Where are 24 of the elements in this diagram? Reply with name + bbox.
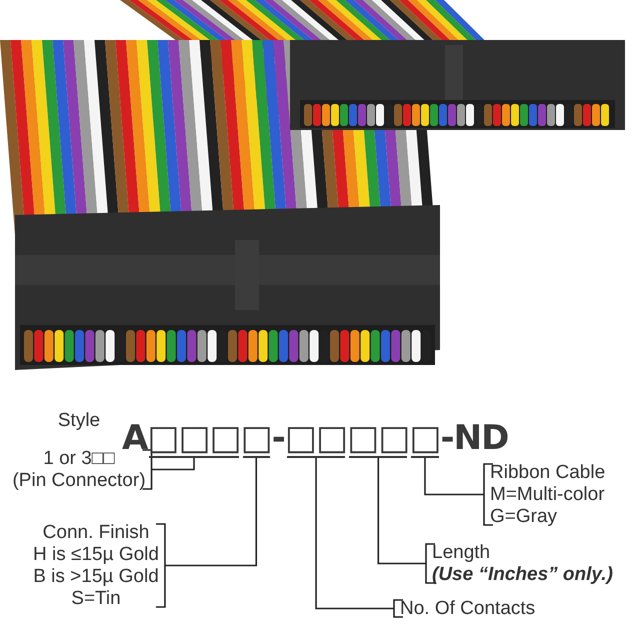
heading: Length [432,542,492,564]
underline [286,456,346,458]
label-text: H is ≤15µ Gold [32,544,160,566]
underline [349,456,408,458]
heading: Ribbon Cable [490,462,606,484]
note-text: (Use “Inches” only.) [432,564,614,586]
heading: Conn. Finish [42,522,150,544]
heading: Style [56,410,102,432]
label-text: No. Of Contacts [400,598,536,620]
leader-line [315,457,404,618]
label-text: 1 or 3□□ [42,448,116,470]
label-text: B is >15µ Gold [32,566,160,588]
leader-line [378,457,436,584]
part-number: A□□□□-□□□□□-ND [122,418,508,458]
underline [242,456,270,458]
underline [411,456,439,458]
leader-line [142,449,195,490]
underline [149,456,239,458]
label-text: S=Tin [70,588,122,610]
leader-line [155,457,258,608]
label-text: M=Multi-color [490,484,606,506]
label-text: (Pin Connector) [11,470,147,492]
leader-line [424,457,494,526]
label-text: G=Gray [490,506,558,528]
